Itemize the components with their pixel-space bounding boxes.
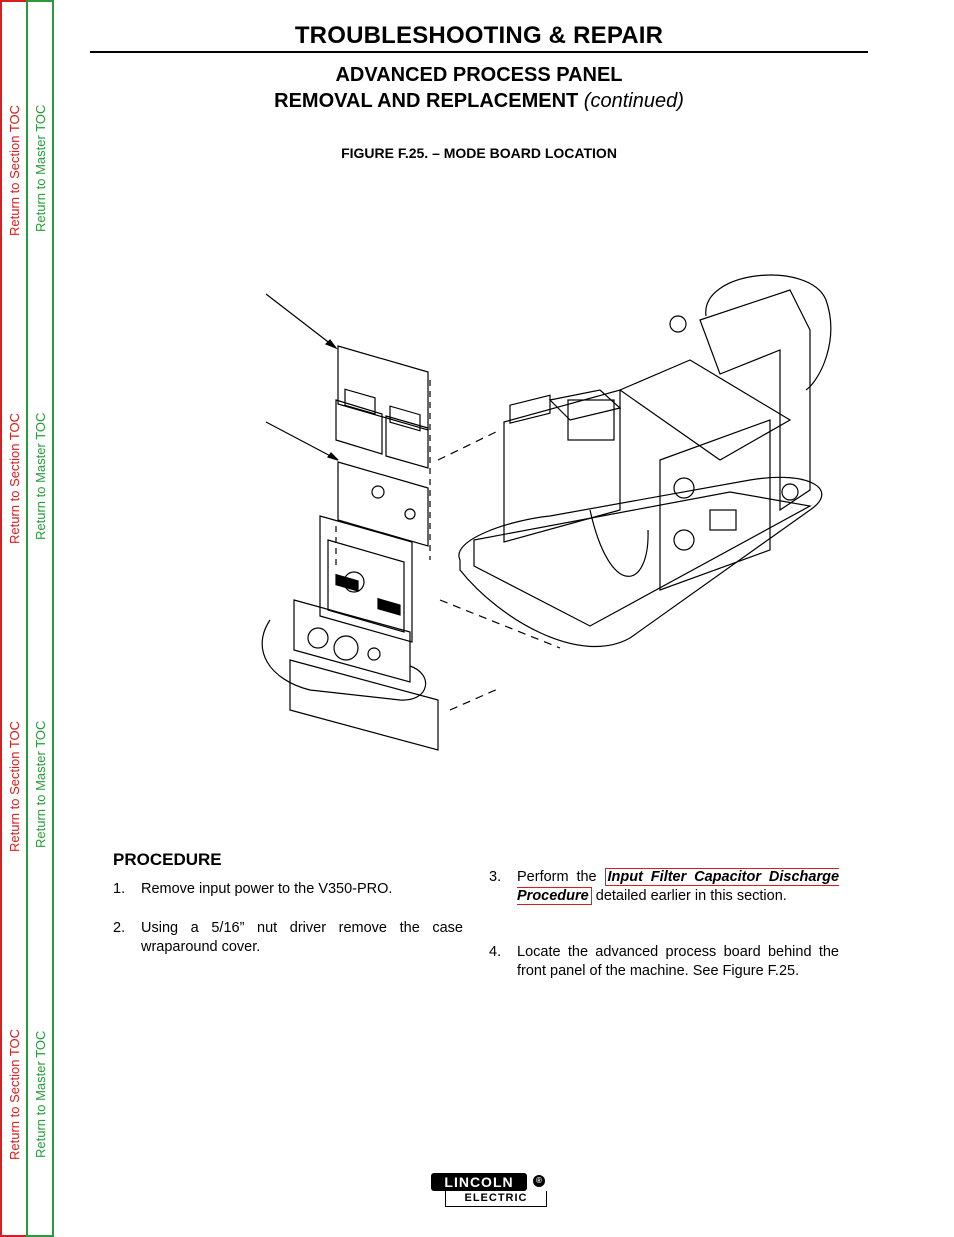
meter-display [335,573,359,592]
mode-board-location-illustration [261,274,832,751]
return-to-master-toc-link[interactable]: Return to Master TOC [33,720,48,848]
mode-board [337,345,429,431]
page-title: TROUBLESHOOTING & REPAIR [294,22,664,49]
pointer-arrow [265,421,339,461]
board-component [509,394,551,424]
procedure-step-1: 1. Remove input power to the V350-PRO. [113,880,463,899]
lift-bail [705,274,832,391]
procedure-step-2: 2. Using a 5/16” nut driver remove the c… [113,919,463,957]
procedure-step-4: 4. Locate the advanced process board beh… [489,943,839,981]
return-to-section-toc-link[interactable]: Return to Section TOC [7,720,22,852]
return-to-section-toc-link[interactable]: Return to Section TOC [7,1028,22,1160]
board-component [344,388,376,415]
step-text: Locate the advanced process board behind… [517,944,839,979]
board-component [371,485,385,499]
bail-pivot [669,315,687,333]
step-number: 3. [489,869,502,885]
power-board [659,419,771,591]
control-board [335,399,383,455]
step-text: Remove input power to the V350-PRO. [141,881,393,897]
rear-control-board [503,389,621,543]
output-terminal [307,627,329,649]
step-number: 2. [113,920,126,936]
display-window [327,539,405,633]
section-title-line1: ADVANCED PROCESS PANEL [335,64,623,86]
step-number: 1. [113,881,126,897]
step-text: Perform the Input Filter Capacitor Disch… [517,868,840,906]
arrow-head [327,452,339,461]
lincoln-electric-logo: LINCOLN ® ELECTRIC [431,1173,547,1209]
section-title-main: REMOVAL AND REPLACEMENT [274,90,579,112]
arrow-head [324,339,338,350]
upper-front-panel [319,515,413,643]
logo-lincoln: LINCOLN [431,1173,527,1191]
board-component [404,508,416,520]
section-title: ADVANCED PROCESS PANEL REMOVAL AND REPLA… [90,62,868,114]
title-divider [90,51,868,53]
rear-panel [699,289,811,512]
advanced-process-board [337,461,429,547]
figure-caption: FIGURE F.25. – MODE BOARD LOCATION [341,145,617,161]
fan-shroud [589,509,649,577]
transformer-core [567,399,615,441]
top-frame [618,359,792,461]
logo-electric: ELECTRIC [445,1191,547,1207]
step-number: 4. [489,944,502,960]
lower-front-panel [293,599,411,683]
control-knob [367,647,381,661]
procedure-heading: PROCEDURE [113,850,222,869]
control-board [385,415,429,469]
board-component [709,509,737,531]
handle [261,619,427,701]
output-terminal [333,635,359,661]
return-to-master-toc-link[interactable]: Return to Master TOC [33,104,48,232]
procedure-step-3: 3. Perform the Input Filter Capacitor Di… [489,868,840,906]
meter-display [377,597,401,616]
board-component [389,405,421,432]
input-connector [781,483,799,501]
step-text-before: Perform the [517,869,597,885]
toc-sidebar: Return to Section TOC Return to Master T… [0,0,54,1237]
return-to-master-toc-link[interactable]: Return to Master TOC [33,412,48,540]
input-filter-capacitor-discharge-link[interactable]: Input Filter Capacitor Discharge Procedu… [517,868,840,905]
return-to-master-toc-link[interactable]: Return to Master TOC [33,1030,48,1158]
case-front [289,659,439,751]
section-title-continued: (continued) [583,90,684,112]
registered-mark: ® [533,1175,545,1187]
return-to-section-toc-link[interactable]: Return to Section TOC [7,412,22,544]
base-tray [473,491,812,627]
section-title-line2: REMOVAL AND REPLACEMENT (continued) [90,88,868,114]
step-text-after: detailed earlier in this section. [595,888,787,904]
transformer [548,389,622,421]
step-text: Using a 5/16” nut driver remove the case… [141,920,463,955]
capacitor [673,529,695,551]
capacitor [673,477,695,499]
return-to-section-toc-link[interactable]: Return to Section TOC [7,104,22,236]
base-skid [458,476,823,648]
pointer-arrow [265,293,337,349]
